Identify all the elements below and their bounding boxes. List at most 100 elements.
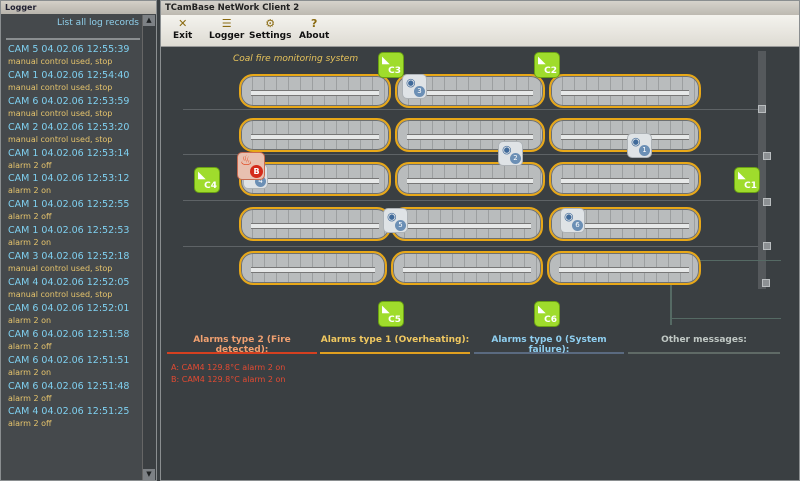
coke-oven[interactable] [547, 251, 701, 285]
camera-icon: ◣ [738, 170, 746, 181]
alarms-overheating-header: Alarms type 1 (Overheating): [320, 332, 470, 354]
coke-oven[interactable] [549, 74, 701, 108]
coke-oven[interactable] [239, 74, 391, 108]
log-entry-header: CAM 6 04.02.06 12:51:58 [8, 328, 130, 340]
view-marker-2[interactable]: ◉ 2 [498, 141, 523, 166]
settings-label: Settings [249, 31, 292, 41]
log-entry-header: CAM 4 04.02.06 12:51:25 [8, 406, 130, 418]
exit-button[interactable]: ✕ Exit [173, 17, 192, 41]
row-separator [183, 200, 758, 201]
view-marker-5[interactable]: ◉ 5 [383, 208, 408, 233]
alarms-failure-header: Alarms type 0 (System failure): [474, 332, 624, 355]
log-entry-header: CAM 3 04.02.06 12:52:18 [8, 251, 130, 263]
logger-titlebar: Logger [1, 1, 156, 14]
coke-oven[interactable] [395, 162, 545, 196]
settings-button[interactable]: ⚙ Settings [249, 17, 291, 41]
log-entry-message: alarm 2 on [8, 238, 52, 248]
log-entry-header: CAM 4 04.02.06 12:52:05 [8, 277, 130, 289]
row-separator [183, 246, 758, 247]
view-marker-3[interactable]: ◉ 3 [402, 74, 427, 99]
conveyor-marker [763, 198, 771, 206]
log-list[interactable]: CAM 5 04.02.06 12:55:39 manual control us… [1, 43, 143, 473]
rail-line [671, 318, 781, 319]
log-entry-message: alarm 2 off [8, 212, 52, 222]
fire-alarm-list: A: CAM4 129.8°C alarm 2 on B: CAM4 129.8°… [171, 362, 285, 386]
log-entry-header: CAM 6 04.02.06 12:53:59 [8, 95, 130, 107]
view-marker-1[interactable]: ◉ 1 [627, 133, 652, 158]
alarm-message[interactable]: A: CAM4 129.8°C alarm 2 on [171, 363, 286, 372]
log-entry-header: CAM 1 04.02.06 12:53:12 [8, 173, 130, 185]
logger-label: Logger [209, 31, 245, 41]
coke-oven[interactable] [549, 118, 701, 152]
scene-title: Coal fire monitoring system [233, 54, 359, 64]
coke-oven[interactable] [549, 162, 701, 196]
log-entry-header: CAM 2 04.02.06 12:53:20 [8, 121, 130, 133]
coke-oven[interactable] [391, 251, 543, 285]
logger-button[interactable]: ☰ Logger [209, 17, 244, 41]
log-entry-message: manual control used, stop [8, 290, 113, 300]
camera-icon: ◣ [382, 304, 390, 315]
log-scrollbar[interactable]: ▲ ▼ [142, 15, 156, 480]
list-all-log-records-link[interactable]: List all log records [57, 18, 139, 28]
row-separator [183, 154, 758, 155]
scroll-up-icon[interactable]: ▲ [143, 15, 155, 26]
camera-c6[interactable]: ◣ C6 [534, 301, 560, 327]
camera-icon: ◣ [198, 170, 206, 181]
alarm-message[interactable]: B: CAM4 129.8°C alarm 2 on [171, 375, 286, 384]
log-entry-message: alarm 2 on [8, 315, 52, 325]
log-entry-message: alarm 2 off [8, 160, 52, 170]
camera-c5[interactable]: ◣ C5 [378, 301, 404, 327]
coke-oven[interactable] [239, 118, 391, 152]
coke-oven[interactable] [239, 251, 387, 285]
logger-icon: ☰ [221, 17, 232, 30]
view-marker-6[interactable]: ◉ 6 [560, 208, 585, 233]
conveyor-marker [763, 242, 771, 250]
log-entry-header: CAM 5 04.02.06 12:55:39 [8, 44, 130, 55]
log-entry-header: CAM 1 04.02.06 12:52:55 [8, 199, 130, 211]
about-label: About [299, 31, 330, 41]
log-entry-header: CAM 1 04.02.06 12:52:53 [8, 225, 130, 237]
log-entry-message: manual control used, stop [8, 264, 113, 274]
log-entry-message: alarm 2 off [8, 419, 52, 429]
fire-alarm-marker[interactable]: ♨ B [237, 152, 265, 180]
log-entry-header: CAM 1 04.02.06 12:53:14 [8, 147, 130, 159]
eye-icon: ◉ [387, 210, 397, 223]
camera-c3[interactable]: ◣ C3 [378, 52, 404, 78]
divider [6, 38, 140, 40]
toolbar: ✕ Exit ☰ Logger ⚙ Settings ? About [161, 15, 799, 47]
rail-line [671, 260, 781, 261]
camera-c1[interactable]: ◣ C1 [734, 167, 760, 193]
gear-icon: ⚙ [265, 17, 276, 30]
camera-c4[interactable]: ◣ C4 [194, 167, 220, 193]
exit-label: Exit [173, 31, 193, 41]
camera-icon: ◣ [538, 55, 546, 66]
camera-icon: ◣ [538, 304, 546, 315]
eye-icon: ◉ [564, 210, 574, 223]
coke-oven[interactable] [239, 207, 391, 241]
coke-oven[interactable] [391, 207, 543, 241]
question-icon: ? [310, 17, 318, 30]
about-button[interactable]: ? About [299, 17, 329, 41]
conveyor-belt [758, 51, 766, 289]
log-entry-message: manual control used, stop [8, 108, 113, 118]
main-titlebar: TCamBase NetWork Client 2 [161, 1, 799, 15]
log-entry-message: manual control used, stop [8, 82, 113, 92]
scroll-down-icon[interactable]: ▼ [143, 469, 155, 480]
log-entry-header: CAM 1 04.02.06 12:54:40 [8, 69, 130, 81]
camera-c2[interactable]: ◣ C2 [534, 52, 560, 78]
